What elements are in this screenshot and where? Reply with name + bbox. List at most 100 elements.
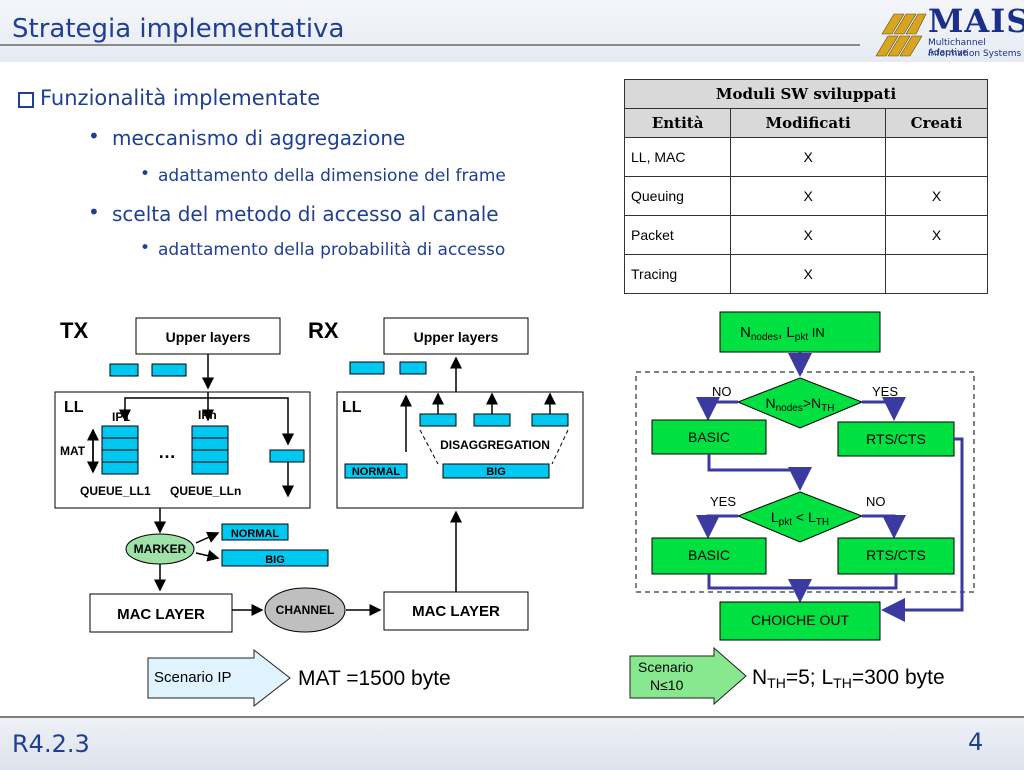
bullet-item2: scelta del metodo di accesso al canale [112, 202, 499, 226]
queue-lln-label: QUEUE_LLn [170, 484, 241, 498]
queue1-slot [101, 425, 139, 439]
header-divider [0, 44, 860, 46]
choice-out-label: CHOICHE OUT [751, 612, 849, 628]
rx-upper-layers-label: Upper layers [414, 329, 499, 345]
tx-mac-layer-box [89, 593, 233, 633]
decision-nodes-diamond [736, 377, 864, 429]
rx-packet [349, 361, 385, 375]
tx-normal-frame [221, 523, 289, 541]
table-caption: Moduli SW sviluppati [624, 79, 988, 109]
rx-ll-box [336, 391, 584, 509]
mat-label: MAT [60, 444, 86, 458]
ip1-label: IP1 [112, 410, 130, 424]
tx-upper-layers-box [135, 317, 281, 355]
table-row: Tracing X [623, 254, 989, 294]
ipn-label: IPn [198, 408, 217, 422]
rx-disagg-packet [531, 413, 569, 427]
queuen-slot [191, 437, 229, 451]
decision-pkt-text: Lpkt < LTH [771, 509, 829, 528]
logo-name: MAIS [928, 2, 1024, 40]
rx-mac-layer-label: MAC LAYER [412, 603, 500, 620]
queuen-slot [191, 425, 229, 439]
slide-title: Strategia implementativa [12, 14, 345, 44]
tx-upper-layers-label: Upper layers [166, 329, 251, 345]
tx-mac-layer-label: MAC LAYER [117, 606, 205, 623]
basic-label-2: BASIC [688, 547, 730, 563]
queue-ll1-label: QUEUE_LL1 [80, 484, 151, 498]
rts-cts-box-1 [837, 421, 955, 457]
footer-section-code: R4.2.3 [12, 730, 90, 758]
queue1-slot [101, 461, 139, 475]
queue1-slot [101, 437, 139, 451]
decision1-yes: YES [872, 384, 898, 399]
page-number: 4 [968, 728, 984, 756]
rx-upper-layers-box [383, 317, 529, 355]
tx-label: TX [60, 318, 88, 343]
decision-pkt-diamond [736, 491, 864, 543]
bullet-dot-icon: • [140, 238, 151, 258]
table-cell: Queuing [623, 176, 732, 216]
scenario-n-arrow [629, 646, 747, 706]
decision1-no: NO [712, 384, 732, 399]
logo-subtitle-1: Multichannel Adaptive [928, 38, 986, 58]
tx-ll-box [54, 391, 311, 509]
table-cell: X [730, 215, 886, 255]
table-cell: X [730, 137, 886, 177]
mais-logo-icon [875, 13, 927, 57]
checkbox-bullet-icon [18, 92, 34, 108]
flow-start-box [719, 311, 881, 353]
scenario-n-value: NTH=5; LTH=300 byte [752, 666, 945, 691]
queuen-slot [191, 461, 229, 475]
queues-ellipsis: … [158, 442, 176, 462]
bullet-item1: meccanismo di aggregazione [112, 126, 406, 150]
table-cell: X [884, 176, 989, 216]
table-row: LL, MAC X [623, 137, 989, 177]
rx-label: RX [308, 318, 339, 343]
modules-table: Moduli SW sviluppati Entità Modificati C… [623, 79, 989, 294]
tx-packet [151, 363, 187, 377]
table-row: Queuing X X [623, 176, 989, 216]
bullet-level1: Funzionalità implementate [40, 86, 321, 110]
logo-subtitle-2: Information Systems [928, 49, 1022, 59]
table-cell: LL, MAC [623, 137, 732, 177]
tx-ll-label: LL [64, 399, 84, 416]
rx-packet [399, 361, 427, 375]
scenario-ip-arrow [147, 648, 291, 708]
choice-out-box [719, 601, 881, 641]
bullet-dot-icon: • [140, 164, 151, 184]
tx-packet [109, 363, 139, 377]
flow-start-text: Nnodes, Lpkt IN [740, 324, 825, 343]
basic-box-1 [651, 419, 767, 455]
bullet-item2-sub: adattamento della probabilità di accesso [158, 240, 506, 260]
rx-normal-frame [344, 463, 408, 479]
rts-cts-box-2 [837, 537, 955, 575]
tx-normal-label: NORMAL [231, 528, 280, 540]
decision2-no: NO [866, 494, 886, 509]
scenario-ip-label: Scenario IP [154, 669, 232, 686]
scenario-ip-value: MAT =1500 byte [298, 667, 451, 690]
slide-header [0, 0, 1024, 62]
queue1-slot [101, 449, 139, 463]
rx-normal-label: NORMAL [352, 466, 401, 478]
rx-mac-layer-box [383, 591, 529, 631]
tx-bypass-packet [269, 449, 305, 463]
rx-big-frame [442, 463, 550, 479]
rx-disagg-packet [419, 413, 457, 427]
decision-nodes-text: Nnodes>NTH [765, 395, 834, 414]
table-row: Packet X X [623, 215, 989, 255]
channel-node [264, 587, 346, 633]
table-cell: X [730, 254, 886, 294]
disaggregation-label: DISAGGREGATION [440, 438, 550, 452]
table-cell: Tracing [623, 254, 732, 294]
queuen-slot [191, 449, 229, 463]
channel-label: CHANNEL [276, 603, 335, 617]
bullet-dot-icon: • [88, 200, 100, 224]
table-header-modificati: Modificati [730, 108, 886, 138]
marker-label: MARKER [134, 542, 187, 556]
rx-ll-label: LL [342, 399, 362, 416]
rx-big-label: BIG [486, 466, 506, 478]
tx-big-frame [221, 549, 329, 567]
scenario-n-label-2: N≤10 [650, 677, 684, 693]
rx-disagg-packet [473, 413, 511, 427]
